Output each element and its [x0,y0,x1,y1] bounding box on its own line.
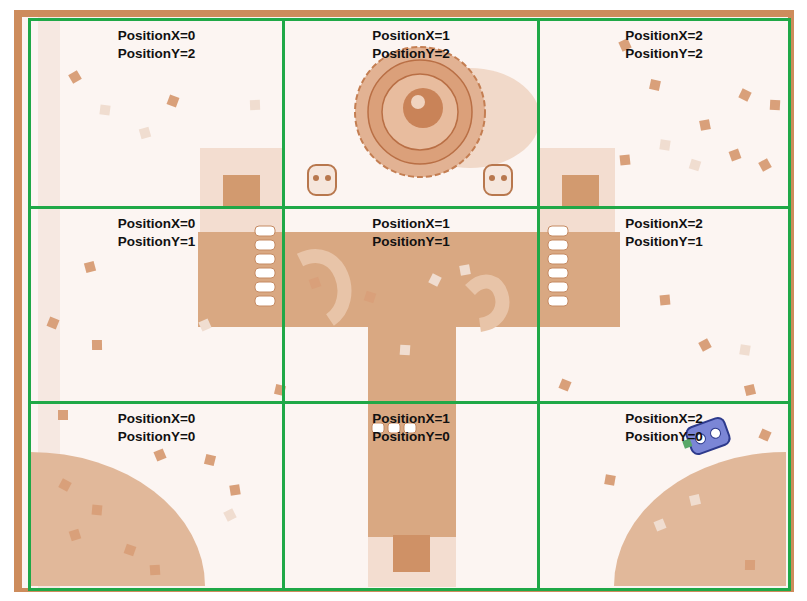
cube [46,316,59,329]
cube [698,338,712,352]
grid-cell: PositionX=0PositionY=1 [28,206,285,404]
position-text: PositionY=0 [285,428,537,446]
cube [699,119,711,131]
position-label: PositionX=2PositionY=0 [540,404,788,446]
cube [92,505,103,516]
position-text: PositionY=1 [31,233,282,251]
position-text: PositionY=2 [31,45,282,63]
cube [167,95,180,108]
grid-cell: PositionX=1PositionY=2 [282,18,540,209]
cube [649,79,661,91]
position-label: PositionX=1PositionY=0 [285,404,537,446]
cube [758,428,771,441]
cube [124,544,137,557]
position-label: PositionX=2PositionY=2 [540,21,788,63]
cube [58,410,68,420]
grid-cell: PositionX=2PositionY=2 [537,18,791,209]
t-bar [198,232,620,327]
cube [69,529,82,542]
cube [459,264,471,276]
grid-cell: PositionX=0PositionY=0 [28,401,285,591]
position-text: PositionX=0 [31,27,282,45]
cube [659,139,670,150]
position-text: PositionY=2 [285,45,537,63]
small-robot [308,165,512,195]
position-text: PositionY=2 [540,45,788,63]
cube [745,560,755,570]
cube [198,318,211,331]
cube [558,378,571,391]
cube [223,508,236,521]
cube [400,345,411,356]
cube [229,484,240,495]
position-label: PositionX=1PositionY=1 [285,209,537,251]
corner-zone [614,452,786,586]
position-text: PositionX=2 [540,27,788,45]
cube [729,149,742,162]
cube [84,261,96,273]
cube [99,104,110,115]
grid-cell: PositionX=1PositionY=0 [282,401,540,591]
cube [58,478,72,492]
cube [150,565,161,576]
position-text: PositionX=2 [540,410,788,428]
cube [653,518,666,531]
position-text: PositionX=1 [285,215,537,233]
position-text: PositionY=1 [285,233,537,251]
field-border [14,10,794,592]
corner-zone [30,452,205,586]
cube [604,474,616,486]
position-label: PositionX=0PositionY=0 [31,404,282,446]
cube [739,344,750,355]
cube [660,295,671,306]
position-text: PositionY=0 [31,428,282,446]
cube [250,100,260,110]
position-text: PositionX=1 [285,410,537,428]
position-label: PositionX=0PositionY=1 [31,209,282,251]
field-ground [22,17,788,588]
cube [364,291,377,304]
cube [689,159,701,171]
cube [204,454,216,466]
position-label: PositionX=2PositionY=1 [540,209,788,251]
cube [139,127,151,139]
cube [744,384,756,396]
cube [68,70,82,84]
position-label: PositionX=0PositionY=2 [31,21,282,63]
cube [309,277,322,290]
position-text: PositionX=1 [285,27,537,45]
cube [620,155,631,166]
cake [355,47,540,177]
cube [770,100,781,111]
position-text: PositionX=2 [540,215,788,233]
cube [758,158,772,172]
grid-cell: PositionX=0PositionY=2 [28,18,285,209]
position-text: PositionX=0 [31,215,282,233]
cube [153,448,166,461]
position-text: PositionY=1 [540,233,788,251]
position-text: PositionX=0 [31,410,282,428]
grid-cell: PositionX=2PositionY=1 [537,206,791,404]
position-text: PositionY=0 [540,428,788,446]
cube [428,273,441,286]
grid-cell: PositionX=2PositionY=0 [537,401,791,591]
cube [92,340,102,350]
position-label: PositionX=1PositionY=2 [285,21,537,63]
grid-cell: PositionX=1PositionY=1 [282,206,540,404]
cube [738,88,751,101]
cube [689,494,701,506]
